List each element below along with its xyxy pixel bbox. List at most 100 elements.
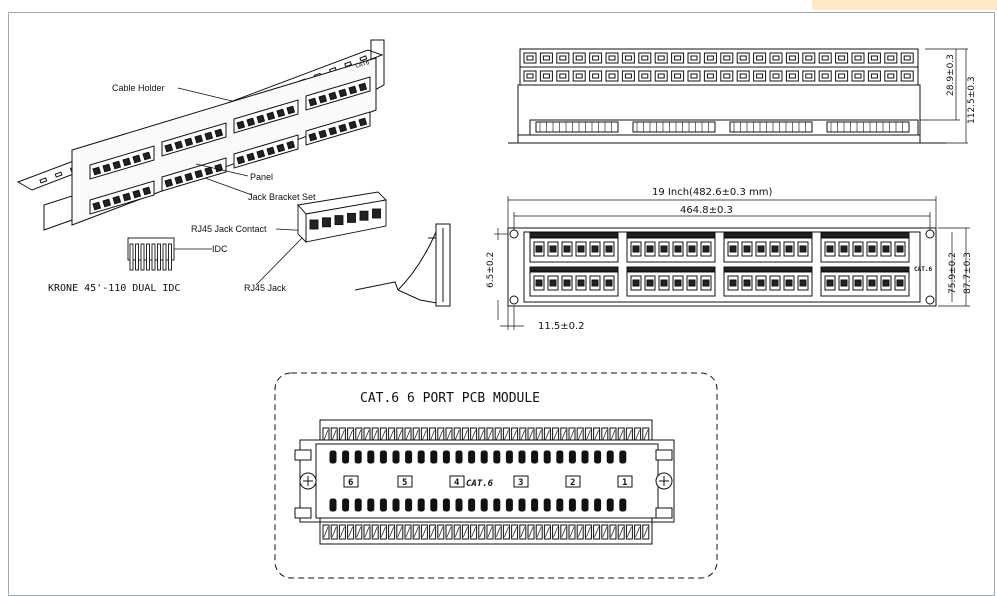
top-view-jack <box>900 52 914 64</box>
pcb-port-box <box>343 475 359 488</box>
top-view-jack-slot <box>772 55 780 61</box>
front-rj45-opening <box>702 245 710 253</box>
rj45-port <box>348 85 358 95</box>
rj45-port <box>338 123 348 133</box>
top-view-jack <box>654 70 668 82</box>
pcb-port-label: 5 <box>402 478 407 488</box>
pcb-pin <box>442 450 450 464</box>
top-view-jack-slot <box>690 73 698 79</box>
top-view-jack <box>572 70 586 82</box>
top-view-jack-slot <box>559 55 567 61</box>
pcb-pin <box>354 450 362 464</box>
front-rj45-opening <box>757 245 765 253</box>
pcb-pin <box>568 450 576 464</box>
front-rj45-opening <box>646 245 654 253</box>
rj45-port <box>338 88 348 98</box>
dim-overall-height: 87.7±0.3 <box>963 252 973 294</box>
rj45-port <box>204 131 214 141</box>
dim-overall-depth: 112.5±0.3 <box>967 76 977 124</box>
front-rj45-opening <box>729 245 737 253</box>
pcb-pin <box>531 498 539 512</box>
front-badge: CAT.6 <box>914 266 932 273</box>
idc-finger <box>140 243 145 271</box>
front-rj45-opening <box>896 245 904 253</box>
rj45-port <box>184 137 194 147</box>
top-view-jack-slot <box>805 55 813 61</box>
pcb-port-label: 3 <box>518 478 523 488</box>
rj45-opening <box>347 212 356 223</box>
pcb-port-label: 6 <box>348 478 353 488</box>
top-view-jack-slot <box>788 55 796 61</box>
top-view-jack <box>703 52 717 64</box>
top-view-jack-slot <box>739 55 747 61</box>
rj45-port <box>174 175 184 185</box>
pcb-port-label: 2 <box>570 478 575 488</box>
rj45-port <box>328 126 338 136</box>
top-view-jack <box>736 70 750 82</box>
pcb-pin <box>405 498 413 512</box>
pcb-pin <box>379 450 387 464</box>
rj45-opening <box>359 210 369 221</box>
pcb-pin <box>505 498 513 512</box>
rj45-port <box>164 178 174 188</box>
top-view-jack <box>851 70 865 82</box>
top-view-jack-slot <box>854 73 862 79</box>
top-view <box>508 48 968 144</box>
front-label-strip <box>723 232 813 238</box>
top-view-jack <box>671 52 685 64</box>
rj45-port <box>358 82 368 92</box>
rj45-port <box>92 201 102 211</box>
top-view-jack-slot <box>854 55 862 61</box>
front-rj45-opening <box>674 245 682 253</box>
top-view-jack <box>638 70 652 82</box>
top-view-jack <box>818 70 832 82</box>
top-view-idc-block <box>826 121 910 133</box>
top-view-jack-slot <box>723 73 731 79</box>
top-view-jack-slot <box>805 73 813 79</box>
rj45-port <box>266 111 276 121</box>
pcb-pin <box>556 498 564 512</box>
front-rj45-opening <box>771 279 779 287</box>
rj45-port <box>194 134 204 144</box>
rj45-opening <box>322 217 331 228</box>
top-view-jack-slot <box>723 55 731 61</box>
top-view-jack <box>835 70 849 82</box>
top-view-jack <box>736 52 750 64</box>
rj45-port <box>132 154 142 164</box>
top-view-jack <box>900 70 914 82</box>
pcb-port-label: 1 <box>622 478 627 488</box>
idc-finger <box>146 243 150 271</box>
top-view-jack-slot <box>641 73 649 79</box>
top-view-jack-slot <box>674 55 682 61</box>
top-view-idc-block <box>632 121 716 133</box>
rj45-port <box>214 163 224 173</box>
front-rj45-opening <box>785 245 793 253</box>
pcb-pin <box>606 450 614 464</box>
rj45-port <box>112 160 122 170</box>
front-rj45-opening <box>674 279 682 287</box>
front-rj45-opening <box>688 245 696 253</box>
pcb-pin <box>392 498 400 512</box>
label-panel: Panel <box>250 172 273 182</box>
top-view-jack-slot <box>887 55 895 61</box>
rj45-port <box>164 143 174 153</box>
top-view-jack <box>867 70 881 82</box>
top-view-jack-slot <box>756 73 764 79</box>
pcb-module-title: CAT.6 6 PORT PCB MODULE <box>360 391 540 406</box>
cable-holder-slot <box>54 171 63 178</box>
pcb-pin <box>480 450 488 464</box>
front-rj45-opening <box>688 279 696 287</box>
label-rj45-jack: RJ45 Jack <box>244 283 287 293</box>
front-module <box>820 237 910 263</box>
top-view-jack <box>785 70 799 82</box>
pcb-pin <box>329 450 337 464</box>
rj45-port <box>142 151 152 161</box>
top-view-jack-slot <box>608 73 616 79</box>
cable-holder-slot <box>344 61 353 68</box>
pcb-pin <box>430 450 438 464</box>
top-view-jack <box>539 70 553 82</box>
pcb-pin <box>455 498 463 512</box>
front-rj45-opening <box>896 279 904 287</box>
rj45-port <box>112 195 122 205</box>
